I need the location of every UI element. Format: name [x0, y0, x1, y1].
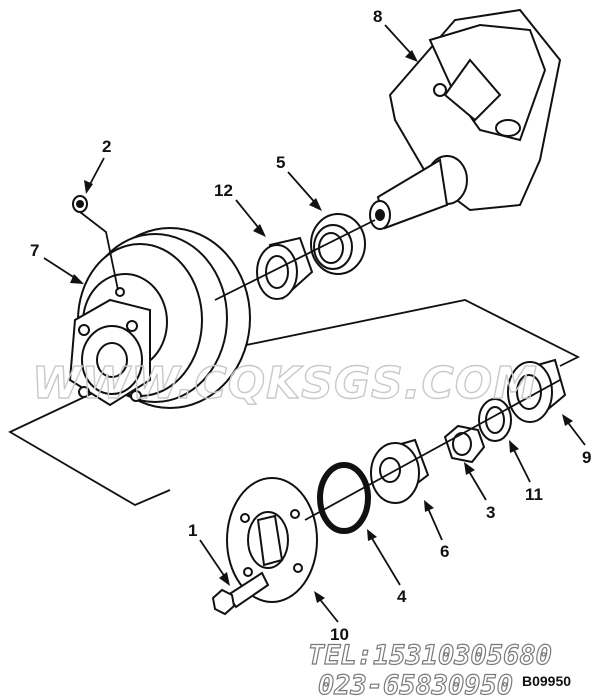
- support-plane-outline-right: [221, 299, 581, 367]
- part-bracket-8: [369, 8, 562, 230]
- callout-2: 2: [102, 137, 111, 156]
- part-o-ring-4: [317, 462, 371, 534]
- part-set-screw-2: [72, 195, 88, 213]
- axis-line-upper: [214, 219, 376, 301]
- part-washer-11: [478, 398, 512, 442]
- callout-3: 3: [486, 503, 495, 522]
- callout-7: 7: [30, 241, 39, 260]
- part-bearing-5: [310, 213, 366, 275]
- callout-8: 8: [373, 7, 382, 26]
- figure-code: B09950: [522, 673, 571, 689]
- axis-line-lower: [304, 379, 561, 521]
- watermark-site: WWW.CQKSGS.COM: [32, 358, 538, 409]
- part-flange-10: [226, 477, 318, 603]
- callout-1: 1: [188, 521, 197, 540]
- callout-4: 4: [397, 587, 407, 606]
- callout-10: 10: [330, 625, 349, 644]
- callout-11: 11: [525, 485, 543, 504]
- callout-9: 9: [582, 448, 591, 467]
- callout-6: 6: [440, 542, 449, 561]
- part-cap-6: [370, 438, 430, 504]
- watermark-phone-2: 023-65830950: [318, 670, 513, 700]
- part-pulley-7: [68, 227, 251, 409]
- part-bolt-1: [211, 571, 270, 616]
- support-plane-outline: [8, 391, 171, 507]
- callout-12: 12: [214, 181, 233, 200]
- leader-lines: [43, 24, 586, 623]
- callout-5: 5: [276, 153, 285, 172]
- watermark-phone-1: TEL:15310305680: [308, 640, 552, 671]
- part-nut-3: [443, 424, 486, 464]
- part-spacer-12: [256, 236, 314, 300]
